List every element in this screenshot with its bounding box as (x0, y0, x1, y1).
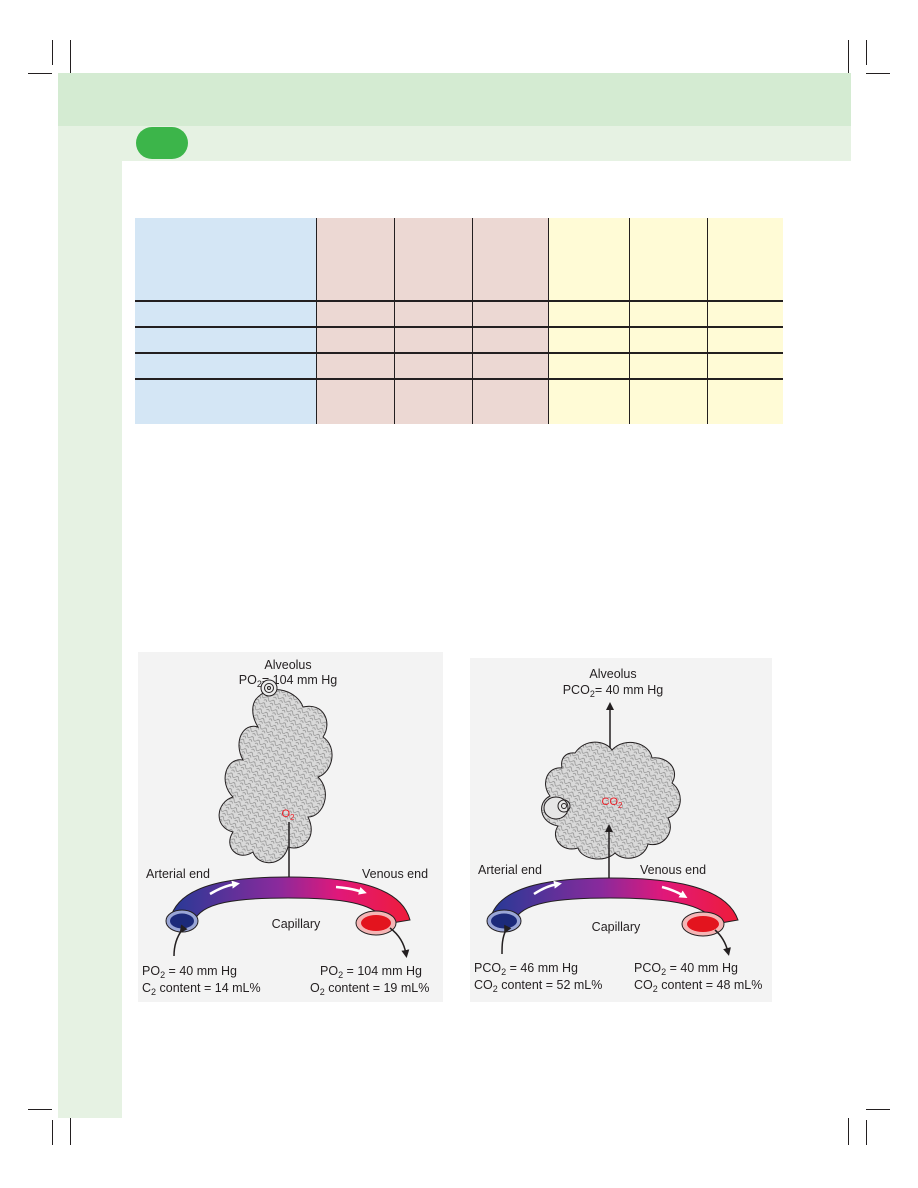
section-badge (136, 127, 188, 159)
data-table (135, 218, 783, 424)
table-cell (472, 327, 549, 354)
table-cell (707, 218, 783, 302)
table-cell (629, 353, 708, 380)
arterial-po2-label: PO2 = 40 mm Hg (142, 964, 237, 980)
table-cell (472, 353, 549, 380)
table-cell (548, 353, 630, 380)
table-row (135, 327, 783, 354)
venous-pointer-arrow (714, 929, 731, 956)
co2-exchange-figure: Alveolus PCO2= 40 mm Hg CO2 Arterial end… (470, 658, 772, 1002)
subheader-band (58, 126, 851, 161)
alveolar-po2-label: PO2= 104 mm Hg (239, 673, 338, 689)
table-cell (472, 379, 549, 424)
arterial-pointer-arrow (501, 924, 512, 955)
table-cell (707, 353, 783, 380)
venous-pointer-arrow (389, 927, 410, 958)
table-header-row (135, 218, 783, 302)
table-cell (707, 301, 783, 328)
table-cell (548, 301, 630, 328)
table-cell (629, 218, 708, 302)
venous-content-label: CO2 content = 48 mL% (634, 978, 762, 994)
venous-end-lumen (687, 916, 719, 932)
table-cell (135, 379, 317, 424)
table-cell (135, 301, 317, 328)
table-cell (135, 327, 317, 354)
arterial-content-label: C2 content = 14 mL% (142, 981, 261, 997)
table-cell (394, 379, 473, 424)
flow-arrow-left (533, 880, 562, 896)
flow-arrow-right (661, 885, 688, 899)
table-cell (629, 379, 708, 424)
capillary-label: Capillary (272, 917, 321, 931)
table-cell (472, 301, 549, 328)
venous-pco2-label: PCO2 = 40 mm Hg (634, 961, 738, 977)
table-cell (394, 327, 473, 354)
table-cell (316, 301, 395, 328)
venous-end-label: Venous end (640, 863, 706, 877)
arterial-end-lumen (170, 913, 194, 929)
table-cell (548, 379, 630, 424)
table-cell (707, 379, 783, 424)
table-cell (316, 327, 395, 354)
alveolus-label: Alveolus (264, 658, 311, 672)
alveolar-pco2-label: PCO2= 40 mm Hg (563, 683, 664, 699)
table-cell (548, 218, 630, 302)
gas-o2-label: O2 (281, 808, 295, 822)
alveolus-spiral (543, 796, 571, 820)
gas-co2-label: CO2 (602, 796, 624, 810)
table-cell (316, 218, 395, 302)
flow-arrow-right (335, 885, 367, 895)
venous-end-label: Venous end (362, 867, 428, 881)
table-cell (316, 379, 395, 424)
alveolus-label: Alveolus (589, 667, 636, 681)
table-cell (394, 353, 473, 380)
header-band (58, 73, 851, 126)
table-row (135, 379, 783, 424)
capillary-label: Capillary (592, 920, 641, 934)
alveolus-spiral (260, 679, 278, 697)
alveolus-cloud (218, 689, 333, 864)
table-cell (135, 353, 317, 380)
arterial-pointer-arrow (173, 924, 188, 957)
alveolus-cloud (541, 741, 681, 860)
table-cell (394, 218, 473, 302)
table-cell (629, 327, 708, 354)
table-cell (548, 327, 630, 354)
venous-po2-label: PO2 = 104 mm Hg (320, 964, 422, 980)
arterial-end-label: Arterial end (478, 863, 542, 877)
table-cell (316, 353, 395, 380)
oxygen-exchange-figure: Alveolus PO2= 104 mm Hg O2 Arterial end … (138, 652, 443, 1002)
arterial-end-lumen (491, 913, 517, 929)
table-row (135, 301, 783, 328)
flow-arrow-left (209, 880, 240, 896)
arterial-content-label: CO2 content = 52 mL% (474, 978, 602, 994)
venous-content-label: O2 content = 19 mL% (310, 981, 429, 997)
arterial-pco2-label: PCO2 = 46 mm Hg (474, 961, 578, 977)
table-row (135, 353, 783, 380)
arterial-end-label: Arterial end (146, 867, 210, 881)
table-cell (472, 218, 549, 302)
table-cell (707, 327, 783, 354)
table-cell (135, 218, 317, 302)
venous-end-lumen (361, 915, 391, 931)
table-cell (394, 301, 473, 328)
table-cell (629, 301, 708, 328)
margin-column (58, 161, 122, 1118)
